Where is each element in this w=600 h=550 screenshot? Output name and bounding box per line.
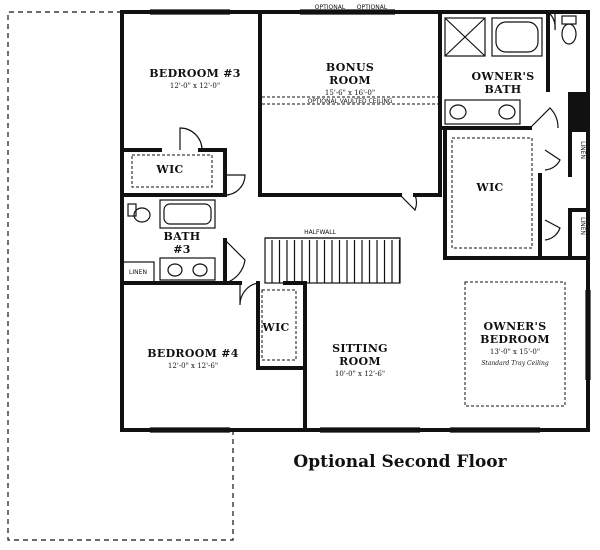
wic-left-name: WIC [155,163,183,176]
wic-lower-name: WIC [261,321,289,334]
exterior-walls [120,10,590,432]
bedroom4-dims: 12'-0" x 12'-6" [168,362,218,370]
owners-bedroom-ceiling-note: Standard Tray Ceiling [481,360,549,367]
owners-bath-name-line2: BATH [484,83,521,96]
first-floor-outline [7,11,234,541]
plan-caption: Optional Second Floor [293,452,507,472]
linen-bath3-label: LINEN [129,269,147,276]
closet-shelves [131,137,566,407]
halfwall-label: HALFWALL [304,229,336,236]
bath3-name-line1: BATH [163,230,200,243]
owners-bedroom-dims: 13'-0" x 15'-0" [490,348,540,356]
owners-bedroom-name-line2: BEDROOM [480,333,550,346]
window-labels: OPTIONAL OPTIONAL [315,4,388,11]
vaulted-ceiling-line [262,96,438,105]
bedroom3-name: BEDROOM #3 [149,67,240,80]
misc-labels: HALFWALL LINEN LINEN LINEN [129,141,586,276]
sitting-name-line2: ROOM [339,355,381,368]
bonus-ceiling-note: OPTIONAL VAULTED CEILING [307,98,392,105]
bonus-dims: 15'-6" x 16'-0" [325,89,375,97]
optional-window-label-2: OPTIONAL [357,4,388,11]
bonus-name-line2: ROOM [329,74,371,87]
room-labels: BEDROOM #3 12'-0" x 12'-0" BONUS ROOM 15… [147,61,550,378]
linen-lower-label: LINEN [579,217,586,235]
bedroom3-dims: 12'-0" x 12'-0" [170,82,220,90]
owners-bedroom-name-line1: OWNER'S [484,320,547,333]
bedroom4-name: BEDROOM #4 [147,347,238,360]
fixtures [121,15,577,283]
doors [179,11,561,306]
windows [150,9,591,433]
owners-bath-name-line1: OWNER'S [472,70,535,83]
linen-upper-label: LINEN [579,141,586,159]
stair-treads [271,240,401,283]
sitting-name-line1: SITTING [332,342,388,355]
bonus-name-line1: BONUS [326,61,374,74]
bath3-name-line2: #3 [173,243,190,256]
optional-window-label-1: OPTIONAL [315,4,346,11]
stairs [264,237,401,284]
wic-right-name: WIC [475,181,503,194]
sitting-dims: 10'-0" x 12'-6" [335,370,385,378]
